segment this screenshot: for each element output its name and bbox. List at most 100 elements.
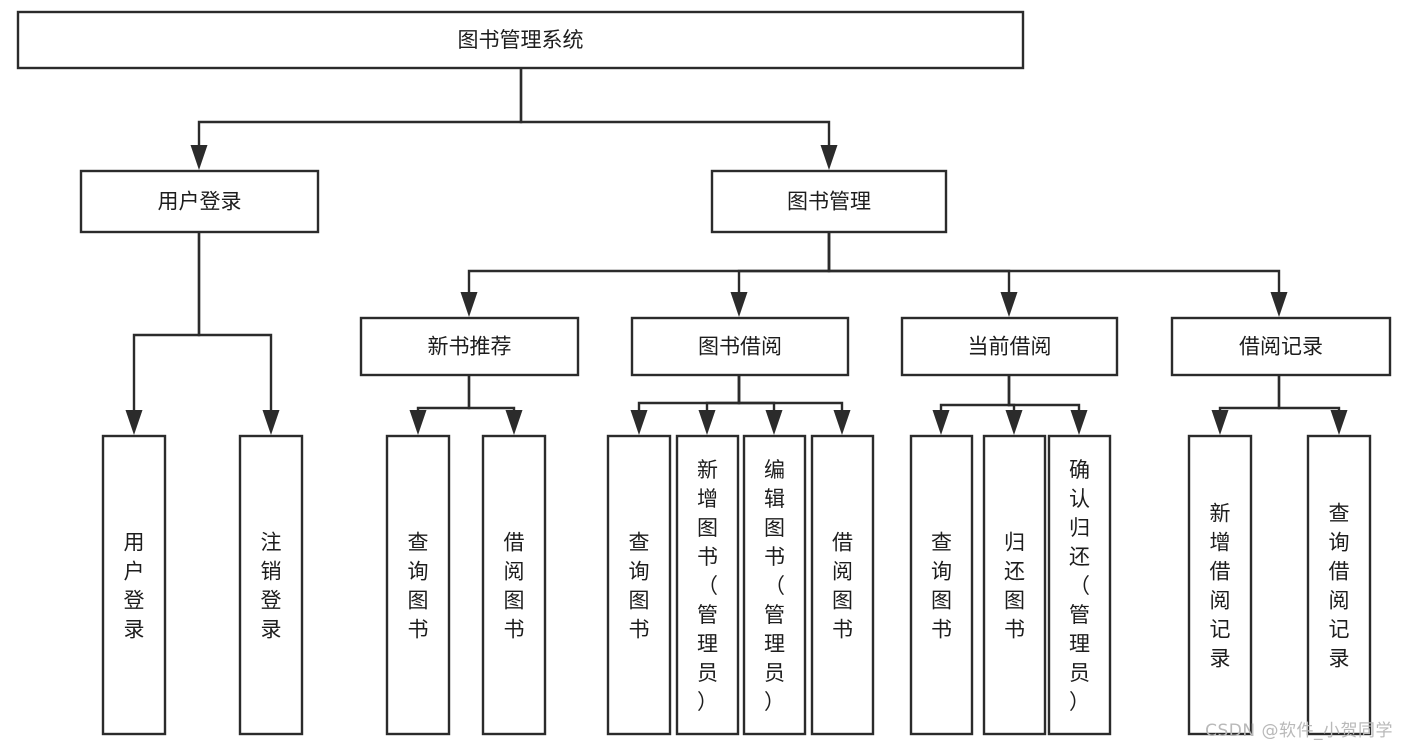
node-label: 查询图书 bbox=[629, 531, 650, 642]
node-box[interactable] bbox=[1306, 434, 1372, 736]
node-leaf-1[interactable]: 注销登录 bbox=[238, 434, 304, 736]
node-box[interactable] bbox=[675, 434, 740, 736]
node-box[interactable] bbox=[710, 169, 948, 234]
node-box[interactable] bbox=[810, 434, 875, 736]
arrow-head-icon bbox=[820, 145, 838, 170]
node-box[interactable] bbox=[359, 316, 580, 377]
node-leaf-10[interactable]: 确认归还（管理员） bbox=[1047, 434, 1112, 736]
node-root-system[interactable]: 图书管理系统 bbox=[16, 10, 1025, 70]
edge-path bbox=[1007, 375, 1081, 410]
node-label: 查询图书 bbox=[931, 531, 952, 642]
node-level2-2[interactable]: 当前借阅 bbox=[900, 316, 1119, 377]
node-level2-3[interactable]: 借阅记录 bbox=[1170, 316, 1392, 377]
node-label: 编辑图书（管理员） bbox=[764, 458, 785, 714]
edge-connector bbox=[197, 232, 280, 435]
node-leaf-6[interactable]: 编辑图书（管理员） bbox=[742, 434, 807, 736]
arrow-head-icon bbox=[190, 145, 208, 170]
arrow-head-icon bbox=[698, 410, 716, 435]
arrow-head-icon bbox=[409, 410, 427, 435]
arrow-head-icon bbox=[932, 410, 950, 435]
edge-path bbox=[467, 232, 831, 292]
node-leaf-5[interactable]: 新增图书（管理员） bbox=[675, 434, 740, 736]
edge-path bbox=[132, 232, 201, 410]
node-box[interactable] bbox=[982, 434, 1047, 736]
node-label: 借阅图书 bbox=[832, 531, 853, 642]
edge-connector bbox=[737, 375, 783, 435]
node-label: 注销登录 bbox=[261, 531, 282, 642]
arrow-head-icon bbox=[125, 410, 143, 435]
edge-path bbox=[467, 375, 516, 410]
node-box[interactable] bbox=[606, 434, 672, 736]
node-label: 新书推荐 bbox=[428, 335, 512, 359]
edge-path bbox=[737, 232, 831, 292]
node-leaf-4[interactable]: 查询图书 bbox=[606, 434, 672, 736]
arrow-head-icon bbox=[730, 292, 748, 317]
edge-path bbox=[705, 375, 741, 410]
edge-path bbox=[827, 232, 1011, 292]
node-box[interactable] bbox=[101, 434, 167, 736]
edge-connector bbox=[730, 232, 831, 317]
edge-connector bbox=[827, 232, 1288, 317]
node-box[interactable] bbox=[238, 434, 304, 736]
arrow-head-icon bbox=[1005, 410, 1023, 435]
edges-layer bbox=[125, 68, 1348, 435]
node-label: 确认归还（管理员） bbox=[1069, 458, 1090, 714]
edge-connector bbox=[698, 375, 741, 435]
node-box[interactable] bbox=[909, 434, 974, 736]
edge-path bbox=[827, 232, 1281, 292]
edge-connector bbox=[1007, 375, 1088, 435]
arrow-head-icon bbox=[1330, 410, 1348, 435]
edge-connector bbox=[190, 68, 523, 170]
arrow-head-icon bbox=[765, 410, 783, 435]
edge-path bbox=[197, 68, 523, 145]
node-level1-0[interactable]: 用户登录 bbox=[79, 169, 320, 234]
edge-path bbox=[1277, 375, 1341, 410]
node-level2-1[interactable]: 图书借阅 bbox=[630, 316, 850, 377]
node-label: 图书管理系统 bbox=[458, 28, 584, 52]
arrow-head-icon bbox=[262, 410, 280, 435]
node-label: 查询借阅记录 bbox=[1329, 502, 1350, 671]
edge-path bbox=[519, 68, 831, 145]
node-box[interactable] bbox=[630, 316, 850, 377]
node-level2-0[interactable]: 新书推荐 bbox=[359, 316, 580, 377]
node-leaf-9[interactable]: 归还图书 bbox=[982, 434, 1047, 736]
node-label: 新增借阅记录 bbox=[1210, 502, 1231, 671]
arrow-head-icon bbox=[833, 410, 851, 435]
node-leaf-0[interactable]: 用户登录 bbox=[101, 434, 167, 736]
node-box[interactable] bbox=[900, 316, 1119, 377]
arrow-head-icon bbox=[1270, 292, 1288, 317]
edge-connector bbox=[409, 375, 471, 435]
node-leaf-11[interactable]: 新增借阅记录 bbox=[1187, 434, 1253, 736]
node-level1-1[interactable]: 图书管理 bbox=[710, 169, 948, 234]
arrow-head-icon bbox=[505, 410, 523, 435]
node-box[interactable] bbox=[481, 434, 547, 736]
arrow-head-icon bbox=[1070, 410, 1088, 435]
arrow-head-icon bbox=[1000, 292, 1018, 317]
edge-connector bbox=[125, 232, 201, 435]
node-box[interactable] bbox=[1170, 316, 1392, 377]
node-box[interactable] bbox=[385, 434, 451, 736]
node-leaf-3[interactable]: 借阅图书 bbox=[481, 434, 547, 736]
edge-path bbox=[939, 375, 1011, 410]
edge-connector bbox=[932, 375, 1011, 435]
node-leaf-8[interactable]: 查询图书 bbox=[909, 434, 974, 736]
node-leaf-12[interactable]: 查询借阅记录 bbox=[1306, 434, 1372, 736]
edge-path bbox=[737, 375, 844, 410]
edge-connector bbox=[460, 232, 831, 317]
node-box[interactable] bbox=[16, 10, 1025, 70]
node-label: 新增图书（管理员） bbox=[697, 458, 718, 714]
node-label: 图书借阅 bbox=[698, 335, 782, 359]
edge-connector bbox=[630, 375, 741, 435]
node-box[interactable] bbox=[1187, 434, 1253, 736]
node-box[interactable] bbox=[742, 434, 807, 736]
node-leaf-7[interactable]: 借阅图书 bbox=[810, 434, 875, 736]
node-box[interactable] bbox=[1047, 434, 1112, 736]
node-label: 借阅记录 bbox=[1239, 335, 1323, 359]
node-label: 借阅图书 bbox=[504, 531, 525, 642]
node-box[interactable] bbox=[79, 169, 320, 234]
edge-connector bbox=[1277, 375, 1348, 435]
node-leaf-2[interactable]: 查询图书 bbox=[385, 434, 451, 736]
node-label: 归还图书 bbox=[1004, 531, 1025, 642]
edge-connector bbox=[737, 375, 851, 435]
